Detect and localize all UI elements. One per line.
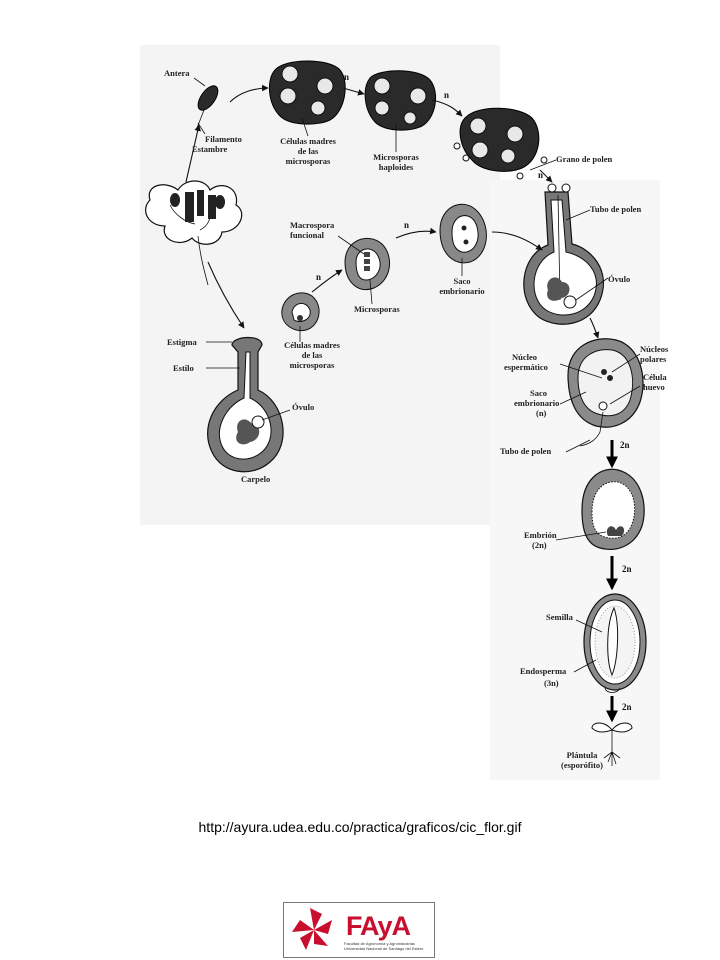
label-nucleo-esp-1: Núcleo [512,352,537,362]
label-nucleos-polares-1: Núcleos [640,344,669,354]
label-embrion-2: (2n) [532,540,547,550]
label-celula-huevo-2: huevo [643,382,665,392]
pistil-pollen-tube [523,183,605,325]
label-microsporas-haploides-1: Microsporas [373,152,419,162]
label-saco-n-1: Saco [530,388,547,398]
ploidy-2n-b: 2n [622,564,632,574]
label-semilla: Semilla [546,612,574,622]
leader-ovulo [575,277,609,301]
seed-stage [583,593,647,693]
ploidy-n-5: n [404,220,409,230]
label-nucleos-polares-2: polares [640,354,667,364]
label-celulas-madres-b-3: microsporas [290,360,335,370]
anther-section-3 [453,107,548,180]
seedling [591,722,633,766]
label-macrospora-2: funcional [290,230,325,240]
flower [145,180,243,286]
label-celula-huevo-1: Célula [643,372,667,382]
label-ovulo-b: Óvulo [292,402,314,412]
label-plantula-2: (esporófito) [561,760,603,770]
label-nucleo-esp-2: espermático [504,362,548,372]
leader-saco-n [559,391,587,405]
label-carpelo: Carpelo [241,474,270,484]
arrow-flower-to-carpel [207,261,245,329]
leader-nucleos-polares [611,353,641,373]
ovule-stage-1 [281,292,320,332]
leader-tubo-polen-b [565,439,591,453]
label-celulas-madres-3: microsporas [286,156,331,166]
faya-logo: FAyA Facultad de Agronomía y Agroindustr… [283,902,435,958]
logo-text: FAyA [346,911,411,941]
label-celulas-madres-b-1: Células madres [284,340,340,350]
leader-nucleo-esp [559,363,603,379]
label-endosperma-1: Endosperma [520,666,567,676]
embryo-sac-fertilization [567,338,644,447]
ploidy-n-2: n [444,90,449,100]
leader-microsporas [369,279,373,305]
pinwheel-logo-icon [292,908,332,950]
label-celulas-madres-1: Células madres [280,136,336,146]
anther-section-1 [268,60,346,125]
ploidy-n-1: n [344,72,349,82]
ovule-stage-2 [344,237,390,290]
arrow-anther-1-2 [342,87,365,96]
label-filamento: Filamento [205,134,242,144]
source-url-caption: http://ayura.udea.edu.co/practica/grafic… [198,819,522,835]
leader-macrospora [337,235,365,255]
arrow-stamen-to-anther [229,84,269,103]
leader-endosperma [573,659,597,673]
leader-antera [193,77,206,87]
ovule-stage-3 [439,203,487,264]
label-celulas-madres-2: de las [298,146,319,156]
label-saco-n-2: embrionario [514,398,559,408]
label-microsporas-haploides-2: haploides [379,162,414,172]
label-grano-polen: Grano de polen [556,154,612,164]
label-saco-1: Saco [454,276,471,286]
label-macrospora-1: Macrospora [290,220,335,230]
leader-ovulo-b [261,409,291,421]
anther-section-2 [364,70,437,131]
arrow-pollen-to-pistil [539,169,553,183]
label-celulas-madres-b-2: de las [302,350,323,360]
leader-filamento [197,122,206,135]
ploidy-2n-c: 2n [622,702,632,712]
label-tubo-polen-b: Tubo de polen [500,446,551,456]
leader-celula-huevo [609,385,641,405]
label-tubo-polen: Tubo de polen [590,204,641,214]
arrow-ovule-2-3 [395,227,437,239]
label-saco-2: embrionario [439,286,484,296]
arrow-anther-2-3 [431,99,463,117]
ploidy-n-4: n [316,272,321,282]
label-ovulo: Óvulo [608,274,630,284]
leader-grano-polen [529,159,557,171]
leader-embrion [555,531,607,541]
arrow-pistil-to-sac [589,317,600,339]
label-estilo: Estilo [173,363,194,373]
label-microsporas: Microsporas [354,304,400,314]
label-plantula-1: Plántula [567,750,598,760]
leader-celulas-madres [301,117,309,137]
arrow-ovule-1-2 [311,269,343,293]
leader-tubo-polen [565,209,591,221]
embryo-stage [581,468,645,550]
arrow-flower-to-stamen [185,124,201,183]
logo-subtitle: Facultad de Agronomía y Agroindustrias U… [344,941,424,951]
label-saco-n-3: (n) [536,408,547,418]
carpel [207,336,284,473]
label-embrion-1: Embrión [524,530,557,540]
label-estigma: Estigma [167,337,198,347]
leader-semilla [575,619,603,633]
arrow-sac-to-pistil [491,231,543,251]
label-antera: Antera [164,68,190,78]
ploidy-n-3: n [538,170,543,180]
label-estambre: Estambre [192,144,227,154]
label-endosperma-2: (3n) [544,678,559,688]
ploidy-2n-a: 2n [620,440,630,450]
